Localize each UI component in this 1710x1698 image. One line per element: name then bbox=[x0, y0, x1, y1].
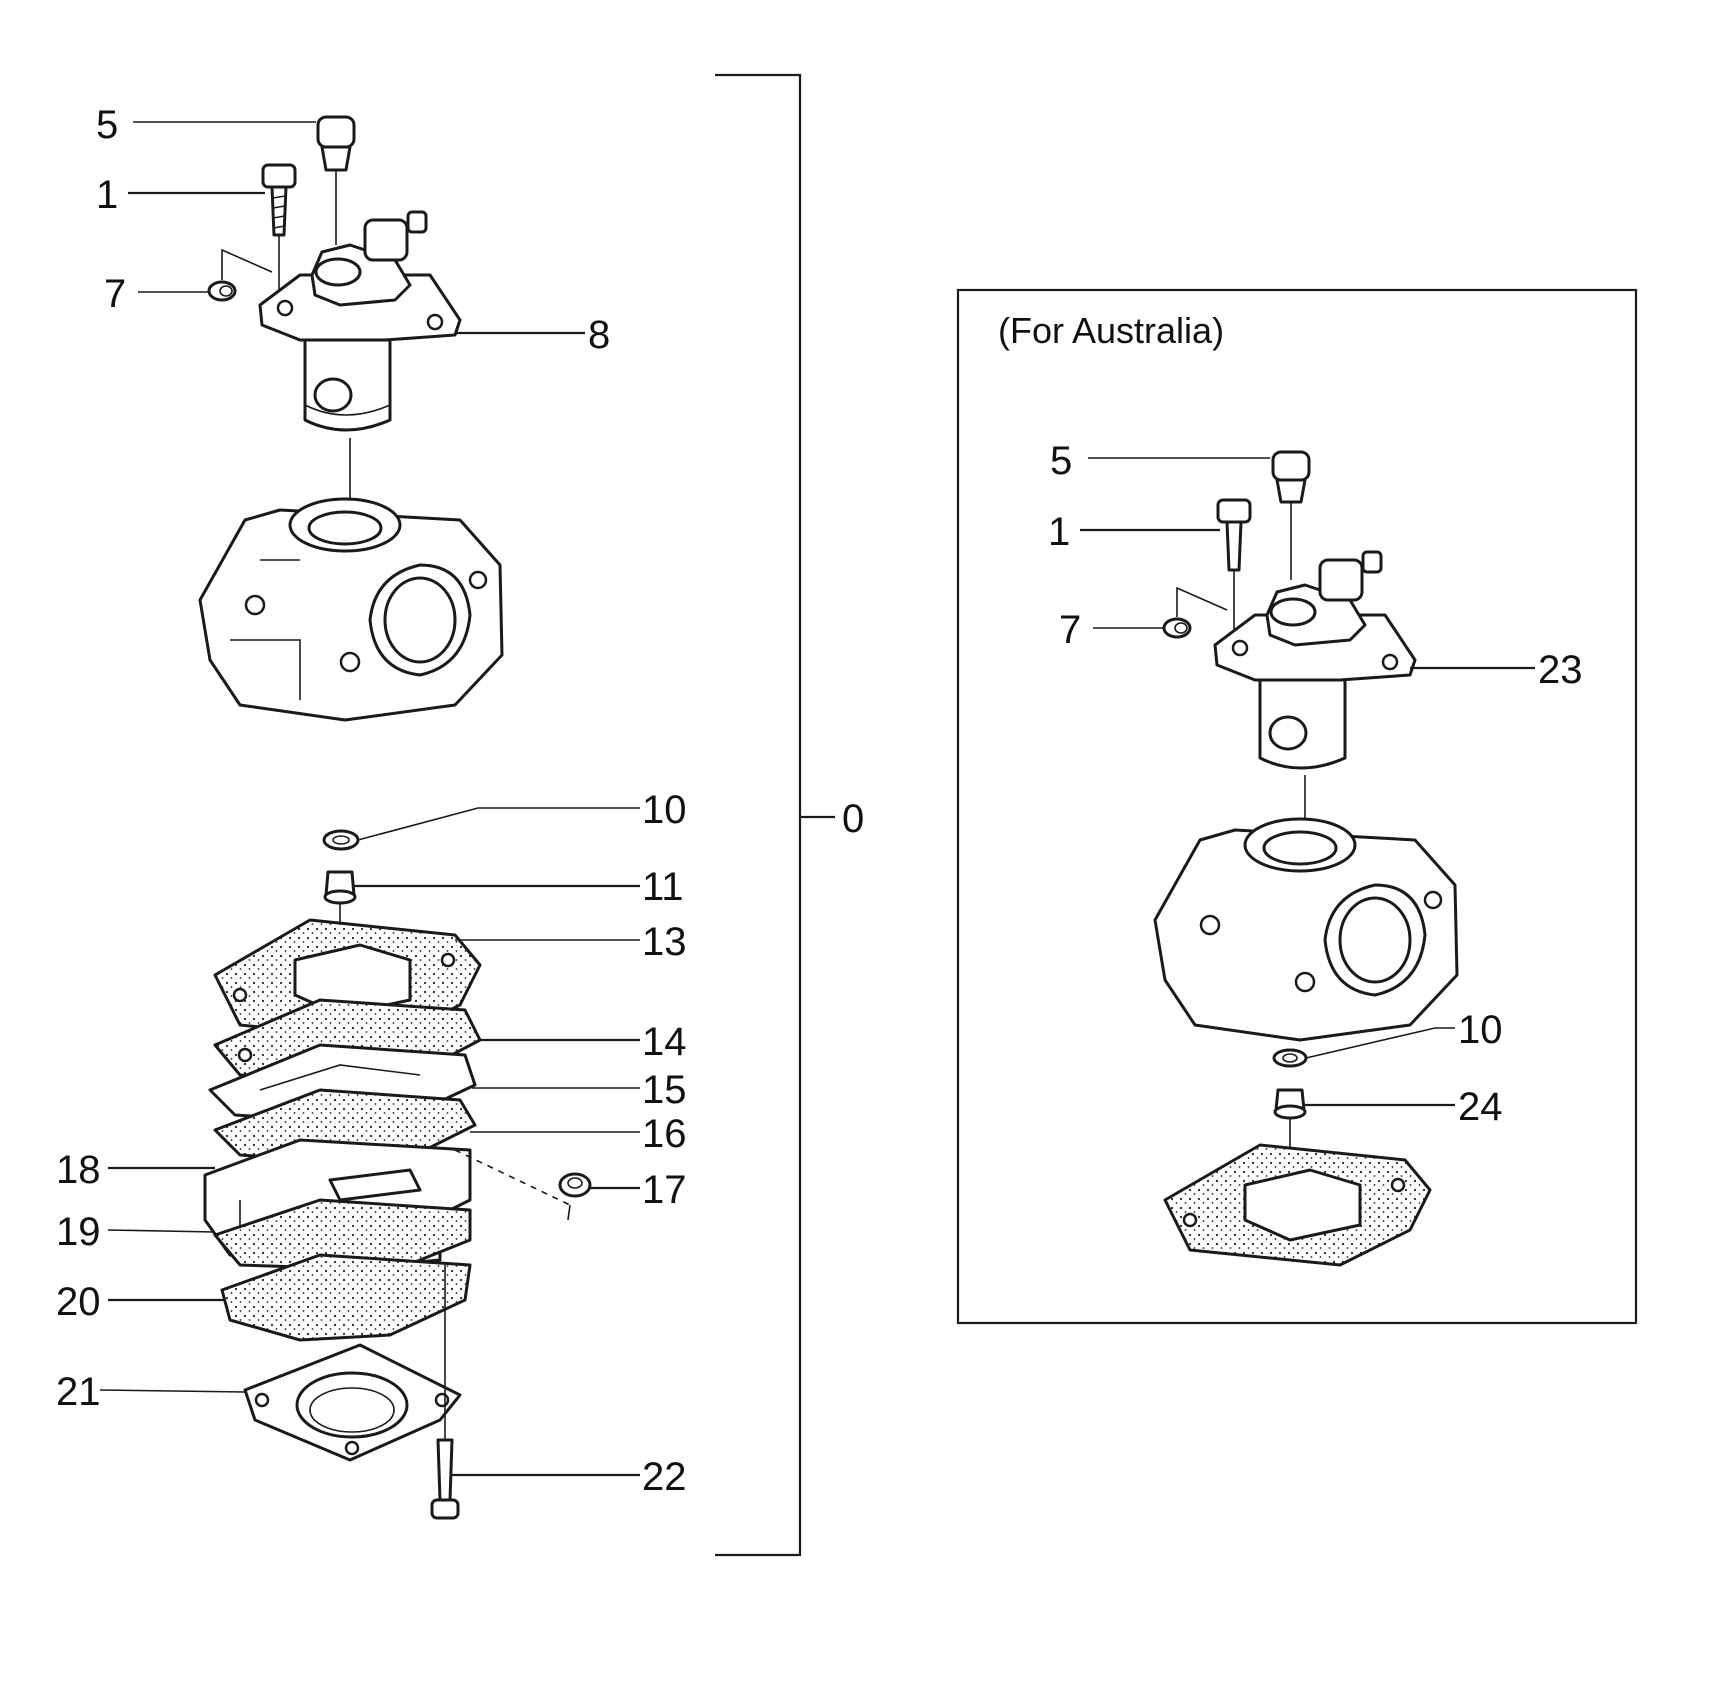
inset-australia: (For Australia) bbox=[956, 288, 1638, 1325]
inset-callout-5: 5 bbox=[1050, 439, 1072, 483]
callout-8: 8 bbox=[588, 313, 610, 357]
callout-17: 17 bbox=[642, 1168, 687, 1212]
cover-21 bbox=[243, 1343, 462, 1462]
callout-11: 11 bbox=[642, 865, 684, 909]
inset-screw-5 bbox=[1271, 450, 1311, 580]
carburetor-body bbox=[198, 497, 504, 722]
inset-washer-10 bbox=[1272, 1048, 1308, 1068]
inset-title: (For Australia) bbox=[998, 310, 1224, 351]
inset-screw-1 bbox=[1216, 498, 1252, 640]
washer-10 bbox=[322, 829, 360, 851]
diaphragm-20 bbox=[220, 1253, 472, 1342]
inset-callout-23: 23 bbox=[1538, 648, 1583, 692]
callout-16: 16 bbox=[642, 1112, 687, 1156]
nut-17 bbox=[454, 1149, 592, 1221]
clip-7 bbox=[207, 248, 273, 302]
inset-body-23 bbox=[1213, 550, 1417, 850]
inset-callout-24: 24 bbox=[1458, 1085, 1503, 1129]
callout-21: 21 bbox=[56, 1370, 101, 1414]
inset-carburetor-body bbox=[1153, 817, 1459, 1042]
inset-clip-7 bbox=[1162, 586, 1228, 639]
inset-jet-24 bbox=[1273, 1088, 1307, 1180]
inset-plate bbox=[1163, 1143, 1432, 1267]
callout-19: 19 bbox=[56, 1210, 101, 1254]
callout-5: 5 bbox=[96, 103, 118, 147]
inset-leader-lines bbox=[1080, 457, 1535, 1107]
main-callout-labels: 5 1 7 8 10 11 13 14 15 16 17 18 19 20 21… bbox=[56, 103, 864, 1499]
kit-bracket bbox=[715, 73, 835, 1557]
callout-20: 20 bbox=[56, 1280, 101, 1324]
screw-5 bbox=[316, 115, 356, 245]
gasket-19 bbox=[213, 1198, 472, 1272]
callout-14: 14 bbox=[642, 1020, 687, 1064]
callout-7: 7 bbox=[104, 272, 126, 316]
body-8 bbox=[258, 210, 462, 515]
inset-callout-10: 10 bbox=[1458, 1008, 1503, 1052]
inset-callout-1: 1 bbox=[1048, 510, 1070, 554]
inset-callout-7: 7 bbox=[1059, 608, 1081, 652]
main-leader-lines bbox=[99, 121, 640, 1477]
callout-10: 10 bbox=[642, 788, 687, 832]
callout-18: 18 bbox=[56, 1148, 101, 1192]
callout-22: 22 bbox=[642, 1455, 687, 1499]
callout-1: 1 bbox=[96, 173, 118, 217]
screw-22 bbox=[430, 1265, 460, 1520]
callout-13: 13 bbox=[642, 920, 687, 964]
callout-15: 15 bbox=[642, 1068, 687, 1112]
kit-callout-0: 0 bbox=[842, 797, 864, 841]
